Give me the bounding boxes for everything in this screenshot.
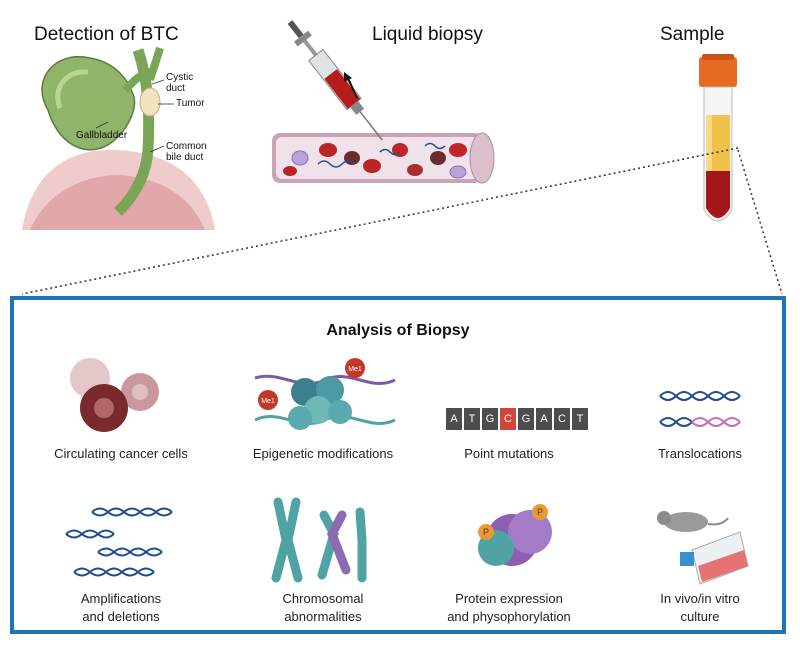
caption-point-mutations: Point mutations: [464, 446, 554, 461]
p-label-2: P: [537, 507, 543, 517]
caption-chromosomal: Chromosomal abnormalities: [282, 591, 364, 624]
base-box: G: [518, 408, 534, 430]
point-mutation-sequence: A T G C G A C T: [446, 408, 588, 430]
tumor-label: Tumor: [176, 98, 205, 109]
common-bile-label-2: bile duct: [166, 152, 204, 163]
caption-circulating-cells: Circulating cancer cells: [54, 446, 188, 461]
gallbladder-label: Gallbladder: [76, 130, 128, 141]
caption-protein: Protein expression and physophorylation: [447, 591, 571, 624]
base-box: T: [464, 408, 480, 430]
protein-icon: [478, 504, 552, 566]
cystic-duct-label-2: duct: [166, 83, 185, 94]
caption-amplifications: Amplifications and deletions: [80, 591, 162, 624]
cancer-cells-icon: [70, 358, 159, 432]
me-label-2: Me1: [261, 398, 275, 405]
base-box: T: [572, 408, 588, 430]
base-box: A: [446, 408, 462, 430]
base-box-mutated: C: [500, 408, 516, 430]
caption-culture: In vivo/in vitro culture: [660, 591, 740, 624]
me-label-1: Me1: [348, 366, 362, 373]
detection-title: Detection of BTC: [34, 24, 179, 45]
translocation-dna-icon: [659, 391, 741, 427]
sample-title: Sample: [660, 24, 725, 45]
epigenetic-icon: [254, 358, 396, 430]
base-box: C: [554, 408, 570, 430]
liquid-biopsy-title: Liquid biopsy: [372, 24, 483, 45]
p-label-1: P: [483, 527, 489, 537]
common-bile-label: Common: [166, 141, 207, 152]
caption-translocations: Translocations: [657, 446, 743, 461]
mouse-flask-icon: [657, 511, 749, 585]
base-box: G: [482, 408, 498, 430]
analysis-panel: Analysis of Biopsy: [10, 296, 786, 634]
base-box: A: [536, 408, 552, 430]
cystic-duct-label: Cystic: [166, 72, 194, 83]
panel-title: Analysis of Biopsy: [326, 322, 470, 339]
chromosome-icon: [271, 497, 367, 583]
amplification-dna-icon: [65, 507, 173, 577]
caption-epigenetic: Epigenetic modifications: [252, 446, 394, 461]
